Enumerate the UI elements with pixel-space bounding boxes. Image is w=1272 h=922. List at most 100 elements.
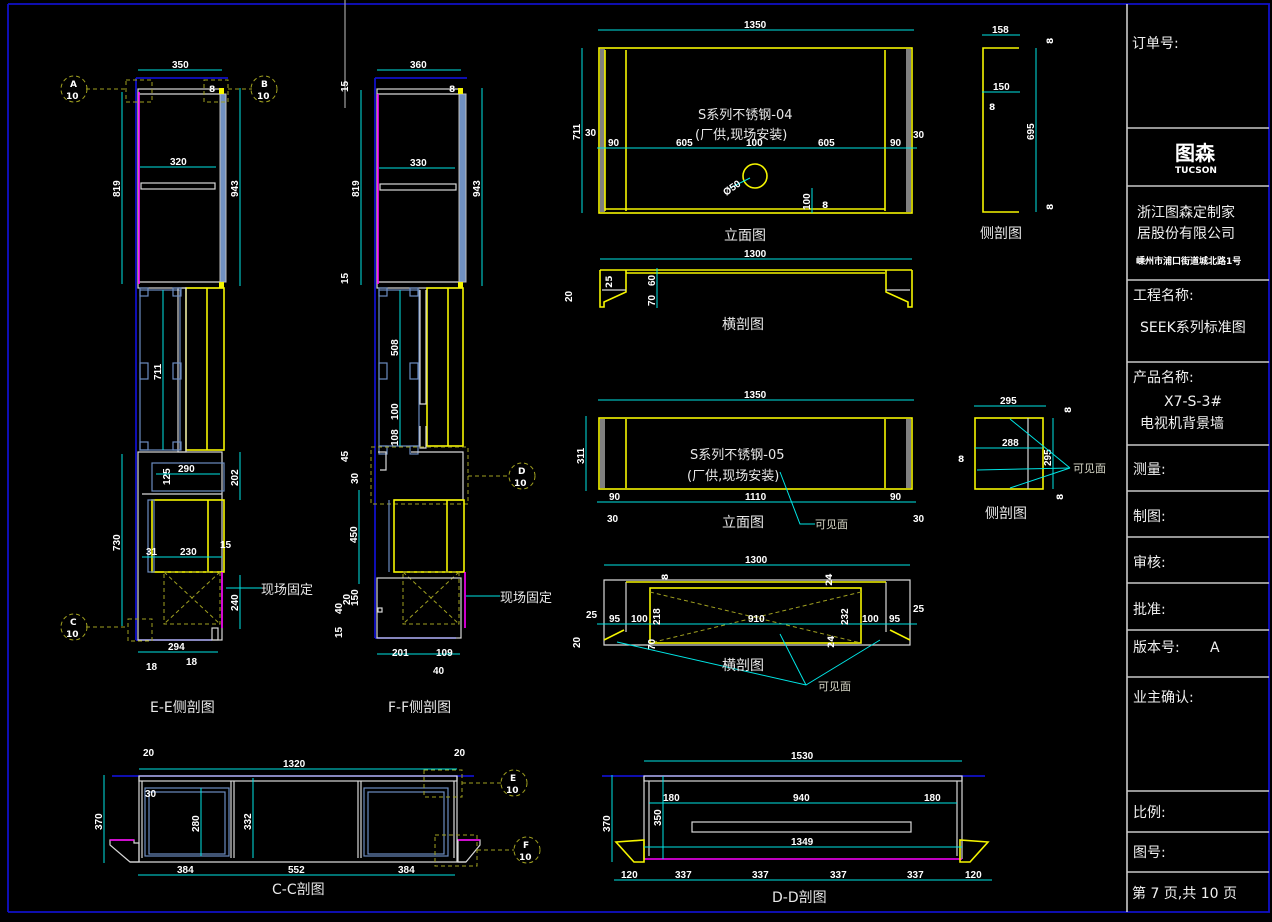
callout-e[interactable]: E 10 xyxy=(423,769,528,798)
callout-c[interactable]: C 10 xyxy=(60,613,153,642)
view-ff-section: 360 330 819 943 15 15 508 100 108 45 30 … xyxy=(334,60,552,716)
version-value: A xyxy=(1210,640,1220,656)
project-value: SEEK系列标准图 xyxy=(1140,320,1246,336)
dim-ff-top-offset: 15 xyxy=(340,80,351,92)
dim-elev04-p90-left: 90 xyxy=(608,138,620,149)
callout-f[interactable]: F 10 xyxy=(434,834,541,867)
label-elev04: 立面图 xyxy=(724,228,766,244)
dim-ee-width-inner: 320 xyxy=(170,157,187,168)
view-cc-section: 1320 20 20 370 280 332 30 384 552 384 E … xyxy=(94,748,541,898)
dim-dd-b120-right: 120 xyxy=(965,870,982,881)
label-elev05: 立面图 xyxy=(722,515,764,531)
callout-b[interactable]: B 10 xyxy=(203,75,278,103)
measure-label: 测量: xyxy=(1133,462,1166,478)
note-elev05-visible-face: 可见面 xyxy=(815,518,848,531)
dim-ee-corner: 8 xyxy=(209,85,215,95)
dim-elev04-hole-y: 100 xyxy=(802,193,813,210)
callout-d[interactable]: D 10 xyxy=(468,462,536,490)
dim-ff-h108: 108 xyxy=(390,429,401,446)
dim-elev04-hole-off: 8 xyxy=(822,201,828,211)
dim-side05-t-bot: 8 xyxy=(1056,494,1066,500)
dim-hsec05-w25-left: 25 xyxy=(586,610,598,621)
dim-elev04-p605-left: 605 xyxy=(676,138,693,149)
dim-side04-mid: 150 xyxy=(993,82,1010,93)
dim-dd-1349: 1349 xyxy=(791,837,814,848)
svg-text:E: E xyxy=(510,774,516,784)
dim-ee-gap-left: 31 xyxy=(146,547,158,558)
dim-ff-width-top: 360 xyxy=(410,60,427,71)
dim-hsec05-w25-right: 25 xyxy=(913,604,925,615)
dim-hsec04-h60: 60 xyxy=(647,274,658,286)
svg-text:10: 10 xyxy=(66,92,79,102)
dim-ee-width-top: 350 xyxy=(172,60,189,71)
dim-side04-thick: 8 xyxy=(989,103,995,113)
dim-dd-b337-a: 337 xyxy=(675,870,692,881)
dim-ff-h15b: 15 xyxy=(334,626,345,638)
svg-text:10: 10 xyxy=(506,786,519,796)
dim-dd-940: 940 xyxy=(793,793,810,804)
dim-elev04-width: 1350 xyxy=(744,20,767,31)
note-ff-site-fixed: 现场固定 xyxy=(500,591,552,606)
dim-hsec04-inner: 25 xyxy=(605,275,615,288)
dim-ee-box-width: 230 xyxy=(180,547,197,558)
dim-hsec05-w100-right: 100 xyxy=(862,614,879,625)
dim-ff-h150: 150 xyxy=(350,589,361,606)
dim-ee-fix-height: 240 xyxy=(230,594,241,611)
company-name-line2: 居股份有限公司 xyxy=(1137,226,1235,242)
dim-side04-t-bot: 8 xyxy=(1046,204,1056,210)
dim-elev05-p90-left: 90 xyxy=(609,492,621,503)
dim-dd-180-right: 180 xyxy=(924,793,941,804)
label-hsec04: 横剖图 xyxy=(722,317,764,333)
dim-elev05-width: 1350 xyxy=(744,390,767,401)
svg-text:10: 10 xyxy=(514,479,527,489)
label-side04: 侧剖图 xyxy=(980,226,1022,242)
dim-side05-thick: 8 xyxy=(958,455,964,465)
drawing-number-label: 图号: xyxy=(1133,845,1166,861)
dim-side05-inner: 288 xyxy=(1002,438,1019,449)
dim-ee-drawer-right: 202 xyxy=(230,469,241,486)
dim-dd-height: 370 xyxy=(602,815,613,832)
svg-text:10: 10 xyxy=(66,630,79,640)
dim-cc-edge-left: 20 xyxy=(143,748,155,759)
dim-hsec04-h70: 70 xyxy=(647,294,658,306)
dim-dd-b337-d: 337 xyxy=(907,870,924,881)
dim-ff-width-inner: 330 xyxy=(410,158,427,169)
callout-a[interactable]: A 10 xyxy=(60,75,153,103)
dim-ee-edge-left: 18 xyxy=(146,662,158,673)
dim-dd-inner-height: 350 xyxy=(653,809,664,826)
reviewed-by-label: 审核: xyxy=(1133,555,1166,571)
elev04-title-line1: S系列不锈钢-04 xyxy=(698,108,793,123)
dim-side04-top: 158 xyxy=(992,25,1009,36)
order-number-label: 订单号: xyxy=(1132,36,1179,52)
dim-ff-h450: 450 xyxy=(349,526,360,543)
dim-ff-h40: 40 xyxy=(334,602,345,614)
label-side05: 侧剖图 xyxy=(985,506,1027,522)
dim-cc-mid: 552 xyxy=(288,865,305,876)
dim-ff-bottom-offset: 15 xyxy=(340,272,351,284)
dim-hsec05-h24-bot: 24 xyxy=(827,635,837,648)
dim-side05-height: 295 xyxy=(1043,449,1054,466)
title-block: 订单号: 图森 TUCSON 浙江图森定制家 居股份有限公司 嵊州市浦口街道城北… xyxy=(1126,4,1269,912)
dim-elev04-p100: 100 xyxy=(746,138,763,149)
version-label: 版本号: xyxy=(1133,640,1180,656)
page-info: 第 7 页,共 10 页 xyxy=(1132,885,1237,902)
dim-elev05-side-left: 30 xyxy=(607,514,619,525)
dim-elev05-p1110: 1110 xyxy=(745,492,767,503)
dim-ff-height-right: 943 xyxy=(472,180,483,197)
approved-by-label: 批准: xyxy=(1133,602,1166,618)
note-hsec05-visible-face: 可见面 xyxy=(818,680,851,693)
dim-elev04-side-left: 30 xyxy=(585,128,597,139)
dim-side05-top: 295 xyxy=(1000,396,1017,407)
dim-ee-drawer-height: 125 xyxy=(162,468,173,485)
note-side05-visible-face: 可见面 xyxy=(1073,462,1106,475)
project-label: 工程名称: xyxy=(1133,288,1194,304)
dim-ee-bottom-width: 294 xyxy=(168,642,185,653)
dim-side04-t-top: 8 xyxy=(1046,38,1056,44)
dim-dd-b337-c: 337 xyxy=(830,870,847,881)
svg-text:D: D xyxy=(518,467,525,477)
dim-hsec05-w95-left: 95 xyxy=(609,614,621,625)
dim-hsec05-width: 1300 xyxy=(745,555,768,566)
dim-ee-edge-right: 18 xyxy=(186,657,198,668)
dim-elev04-p90-right: 90 xyxy=(890,138,902,149)
